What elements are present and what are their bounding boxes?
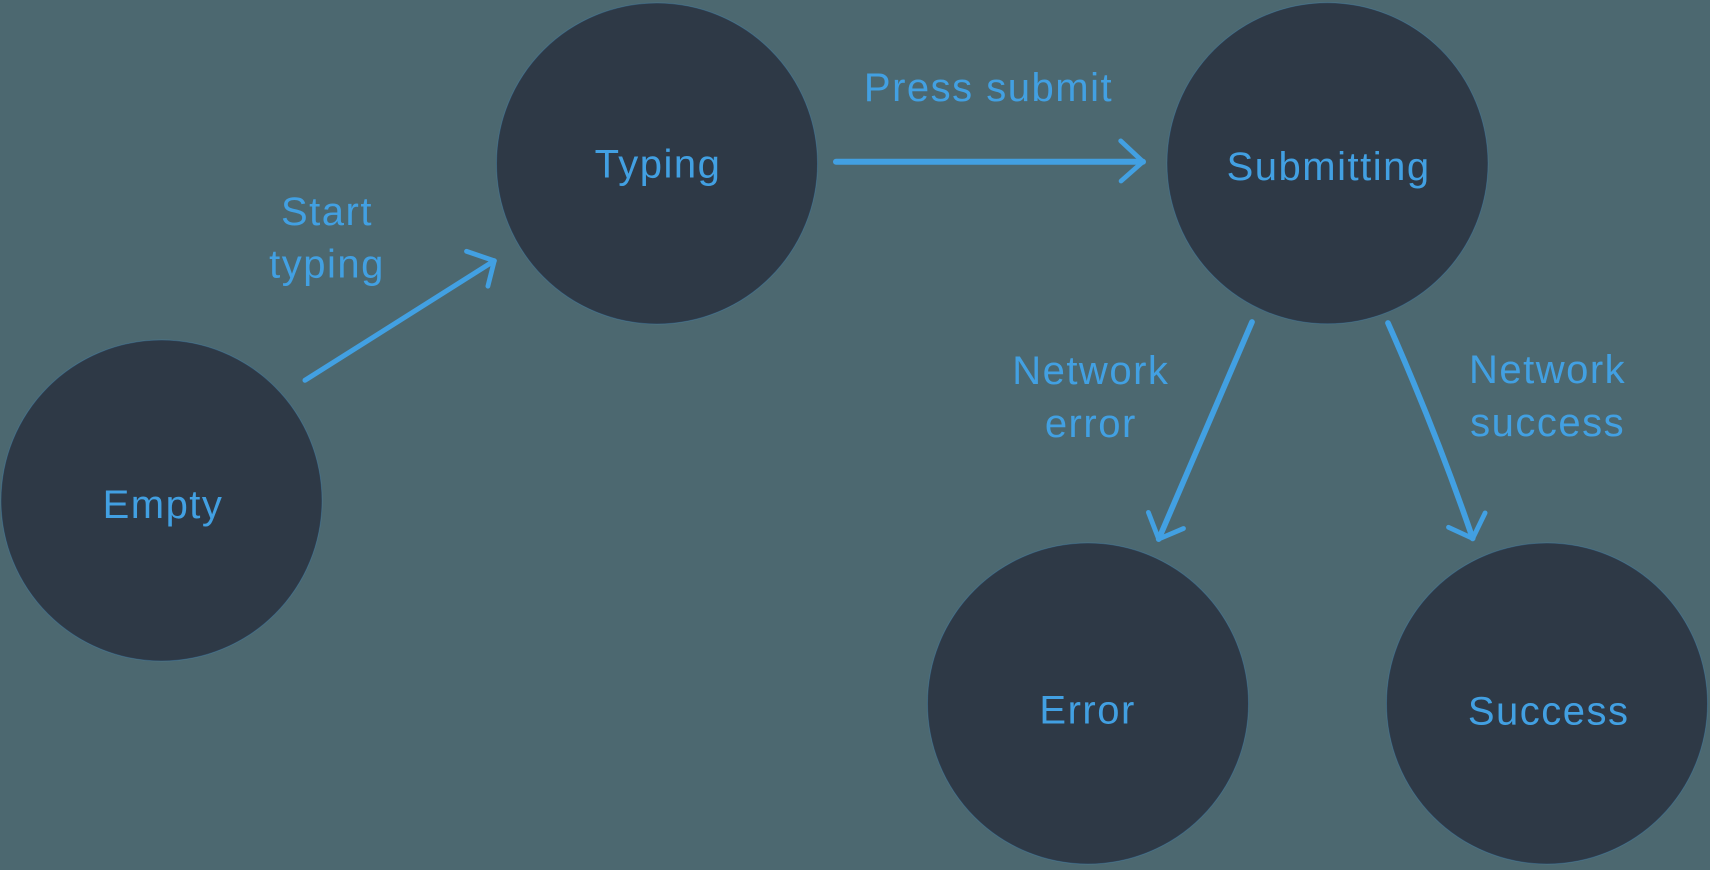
- svg-text:Start: Start: [281, 190, 373, 234]
- svg-text:Typing: Typing: [595, 143, 722, 187]
- svg-text:success: success: [1470, 401, 1625, 445]
- svg-text:typing: typing: [269, 243, 385, 287]
- svg-text:error: error: [1045, 402, 1137, 446]
- svg-text:Network: Network: [1012, 349, 1169, 393]
- svg-text:Network: Network: [1469, 348, 1626, 392]
- svg-text:Press submit: Press submit: [864, 66, 1113, 110]
- svg-text:Success: Success: [1468, 690, 1630, 734]
- svg-text:Empty: Empty: [103, 483, 224, 527]
- svg-text:Submitting: Submitting: [1227, 145, 1431, 189]
- svg-text:Error: Error: [1039, 689, 1135, 733]
